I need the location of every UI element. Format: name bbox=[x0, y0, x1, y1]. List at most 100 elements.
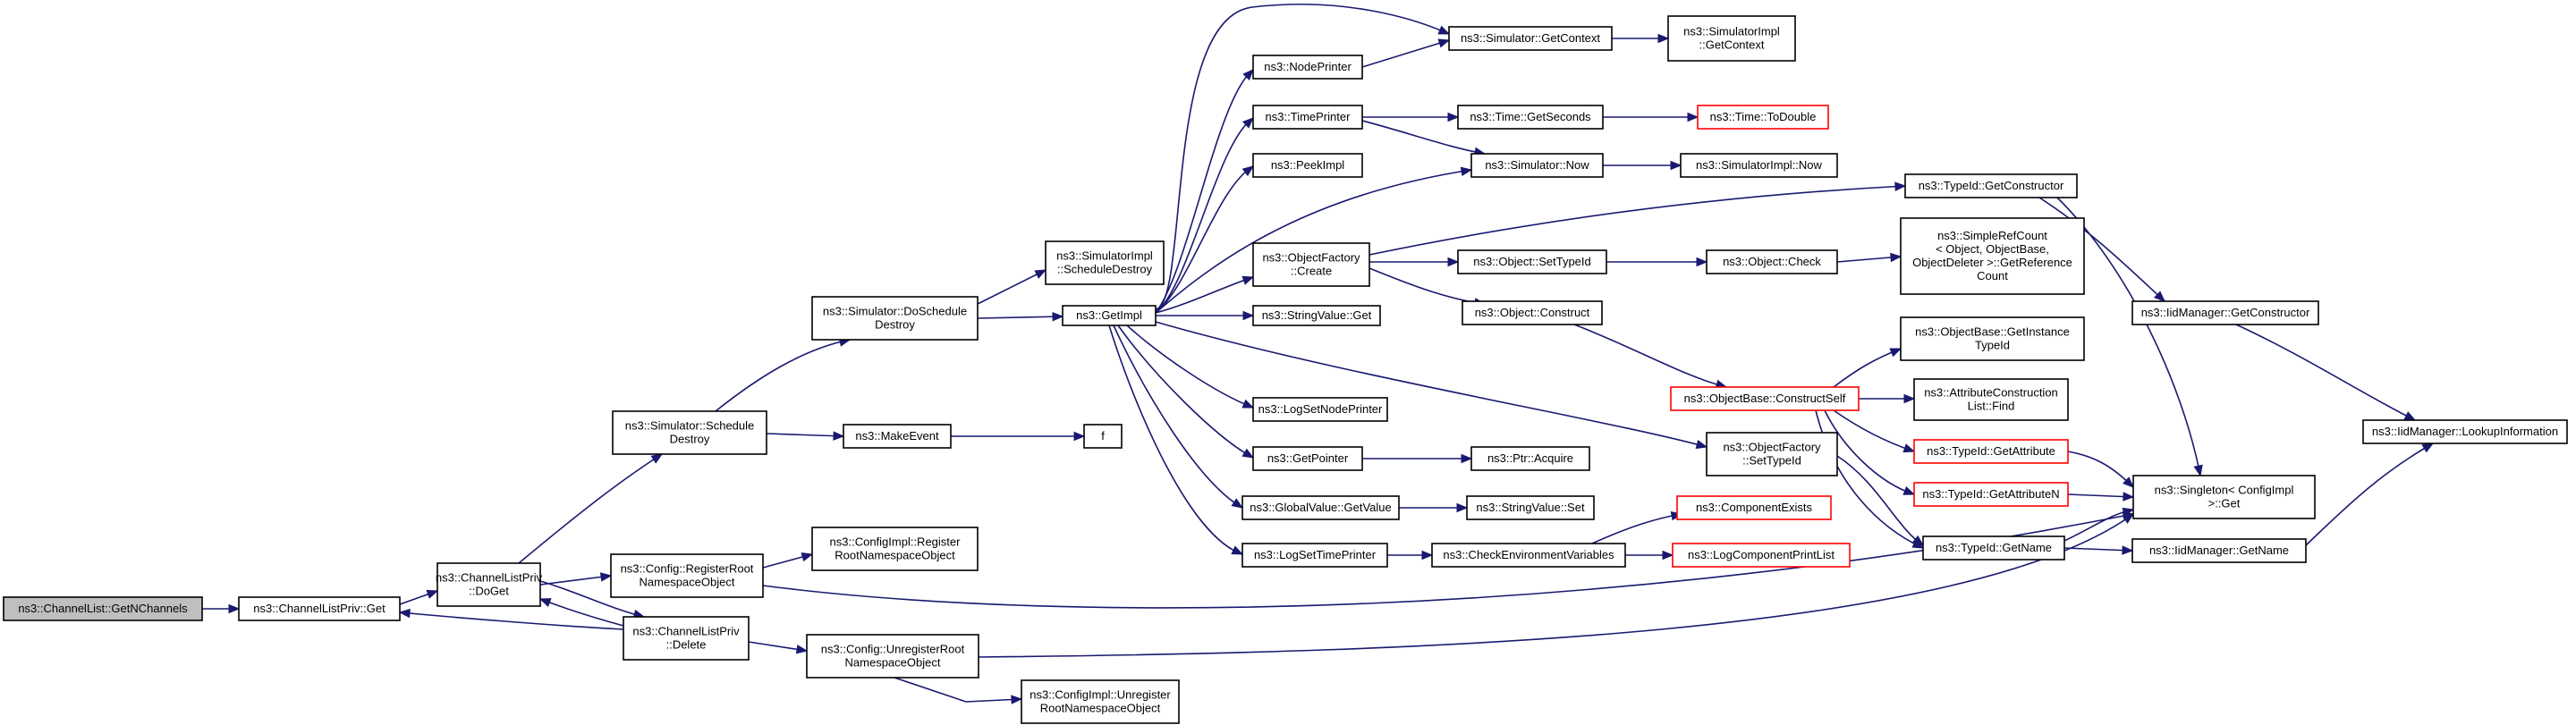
graph-node[interactable]: ns3::Simulator::ScheduleDestroy bbox=[612, 410, 767, 455]
node-box[interactable] bbox=[1462, 300, 1603, 325]
graph-node[interactable]: ns3::SimulatorImpl::GetContext bbox=[1667, 15, 1796, 62]
node-box[interactable] bbox=[1697, 105, 1829, 130]
graph-node[interactable]: ns3::ConfigImpl::RegisterRootNamespaceOb… bbox=[811, 527, 979, 571]
graph-node[interactable]: f bbox=[1083, 424, 1123, 449]
node-box[interactable] bbox=[436, 562, 541, 607]
graph-node[interactable]: ns3::ObjectFactory::Create bbox=[1252, 242, 1370, 287]
node-box[interactable] bbox=[238, 596, 401, 621]
node-box[interactable] bbox=[811, 527, 979, 571]
node-box[interactable] bbox=[1676, 495, 1832, 520]
node-box[interactable] bbox=[1062, 305, 1157, 326]
node-box[interactable] bbox=[1252, 153, 1363, 178]
node-box[interactable] bbox=[1706, 249, 1838, 274]
graph-node[interactable]: ns3::SimpleRefCount< Object, ObjectBase,… bbox=[1900, 217, 2085, 295]
graph-node[interactable]: ns3::GlobalValue::GetValue bbox=[1241, 495, 1400, 520]
node-box[interactable] bbox=[1448, 26, 1613, 51]
node-box[interactable] bbox=[1431, 543, 1626, 568]
graph-node[interactable]: ns3::MakeEvent bbox=[843, 424, 952, 449]
node-box[interactable] bbox=[612, 410, 767, 455]
graph-node[interactable]: ns3::LogComponentPrintList bbox=[1672, 543, 1851, 568]
node-box[interactable] bbox=[1252, 242, 1370, 287]
graph-node[interactable]: ns3::Object::Check bbox=[1706, 249, 1838, 274]
node-box[interactable] bbox=[1913, 482, 2069, 507]
graph-node[interactable]: ns3::Simulator::Now bbox=[1470, 153, 1604, 178]
graph-node[interactable]: ns3::ComponentExists bbox=[1676, 495, 1832, 520]
graph-node[interactable]: ns3::SimulatorImpl::ScheduleDestroy bbox=[1045, 240, 1165, 285]
graph-node[interactable]: ns3::ObjectBase::ConstructSelf bbox=[1670, 386, 1860, 411]
node-box[interactable] bbox=[843, 424, 952, 449]
node-box[interactable] bbox=[623, 616, 750, 661]
node-box[interactable] bbox=[1904, 173, 2078, 198]
node-box[interactable] bbox=[2362, 419, 2568, 444]
graph-node[interactable]: ns3::CheckEnvironmentVariables bbox=[1431, 543, 1626, 568]
node-box[interactable] bbox=[1900, 217, 2085, 295]
node-box[interactable] bbox=[1922, 535, 2065, 561]
graph-node[interactable]: ns3::NodePrinter bbox=[1252, 55, 1363, 80]
graph-node[interactable]: ns3::Singleton< ConfigImpl>::Get bbox=[2132, 475, 2316, 519]
graph-node[interactable]: ns3::StringValue::Get bbox=[1252, 305, 1381, 326]
graph-node[interactable]: ns3::TypeId::GetAttribute bbox=[1913, 439, 2069, 464]
graph-node[interactable]: ns3::LogSetTimePrinter bbox=[1241, 543, 1388, 568]
node-box[interactable] bbox=[1252, 105, 1363, 130]
graph-node[interactable]: ns3::SimulatorImpl::Now bbox=[1680, 153, 1838, 178]
node-box[interactable] bbox=[1680, 153, 1838, 178]
node-box[interactable] bbox=[1241, 495, 1400, 520]
node-box[interactable] bbox=[1466, 495, 1595, 520]
graph-node[interactable]: ns3::TimePrinter bbox=[1252, 105, 1363, 130]
node-box[interactable] bbox=[1670, 386, 1860, 411]
graph-node[interactable]: ns3::GetPointer bbox=[1252, 446, 1363, 471]
node-box[interactable] bbox=[1672, 543, 1851, 568]
graph-node[interactable]: ns3::Config::UnregisterRootNamespaceObje… bbox=[806, 634, 979, 679]
node-box[interactable] bbox=[1252, 305, 1381, 326]
node-box[interactable] bbox=[2132, 475, 2316, 519]
node-box[interactable] bbox=[1900, 316, 2085, 361]
graph-node[interactable]: ns3::IidManager::GetConstructor bbox=[2131, 300, 2319, 325]
graph-node[interactable]: ns3::IidManager::LookupInformation bbox=[2362, 419, 2568, 444]
graph-node[interactable]: ns3::ConfigImpl::UnregisterRootNamespace… bbox=[1021, 679, 1180, 724]
node-box[interactable] bbox=[1706, 432, 1838, 476]
graph-node[interactable]: ns3::Time::GetSeconds bbox=[1457, 105, 1604, 130]
graph-node[interactable]: ns3::Time::ToDouble bbox=[1697, 105, 1829, 130]
graph-node[interactable]: ns3::TypeId::GetAttributeN bbox=[1913, 482, 2069, 507]
graph-node[interactable]: ns3::ChannelListPriv::Delete bbox=[623, 616, 750, 661]
node-box[interactable] bbox=[1252, 446, 1363, 471]
node-box[interactable] bbox=[610, 553, 764, 598]
graph-node[interactable]: ns3::TypeId::GetConstructor bbox=[1904, 173, 2078, 198]
graph-node[interactable]: ns3::ObjectFactory::SetTypeId bbox=[1706, 432, 1838, 476]
graph-node[interactable]: ns3::ChannelList::GetNChannels bbox=[3, 596, 203, 621]
node-box[interactable] bbox=[3, 596, 203, 621]
node-box[interactable] bbox=[1045, 240, 1165, 285]
node-box[interactable] bbox=[1252, 397, 1388, 422]
node-box[interactable] bbox=[1913, 378, 2069, 421]
graph-node[interactable]: ns3::ChannelListPriv::DoGet bbox=[436, 562, 543, 607]
node-box[interactable] bbox=[1457, 105, 1604, 130]
graph-node[interactable]: ns3::ChannelListPriv::Get bbox=[238, 596, 401, 621]
graph-node[interactable]: ns3::Simulator::GetContext bbox=[1448, 26, 1613, 51]
node-box[interactable] bbox=[1021, 679, 1180, 724]
node-box[interactable] bbox=[1913, 439, 2069, 464]
node-box[interactable] bbox=[1241, 543, 1388, 568]
graph-node[interactable]: ns3::StringValue::Set bbox=[1466, 495, 1595, 520]
node-box[interactable] bbox=[1252, 55, 1363, 80]
graph-node[interactable]: ns3::PeekImpl bbox=[1252, 153, 1363, 178]
graph-node[interactable]: ns3::LogSetNodePrinter bbox=[1252, 397, 1388, 422]
graph-node[interactable]: ns3::Object::SetTypeId bbox=[1457, 249, 1607, 274]
node-box[interactable] bbox=[2131, 538, 2307, 563]
node-box[interactable] bbox=[1457, 249, 1607, 274]
graph-node[interactable]: ns3::Ptr::Acquire bbox=[1470, 446, 1590, 471]
node-box[interactable] bbox=[806, 634, 979, 679]
node-box[interactable] bbox=[1470, 153, 1604, 178]
node-box[interactable] bbox=[811, 296, 979, 341]
graph-node[interactable]: ns3::Object::Construct bbox=[1462, 300, 1603, 325]
graph-node[interactable]: ns3::TypeId::GetName bbox=[1922, 535, 2065, 561]
graph-node[interactable]: ns3::GetImpl bbox=[1062, 305, 1157, 326]
graph-node[interactable]: ns3::IidManager::GetName bbox=[2131, 538, 2307, 563]
node-box[interactable] bbox=[1470, 446, 1590, 471]
node-box[interactable] bbox=[1083, 424, 1123, 449]
node-box[interactable] bbox=[1667, 15, 1796, 62]
node-box[interactable] bbox=[2131, 300, 2319, 325]
